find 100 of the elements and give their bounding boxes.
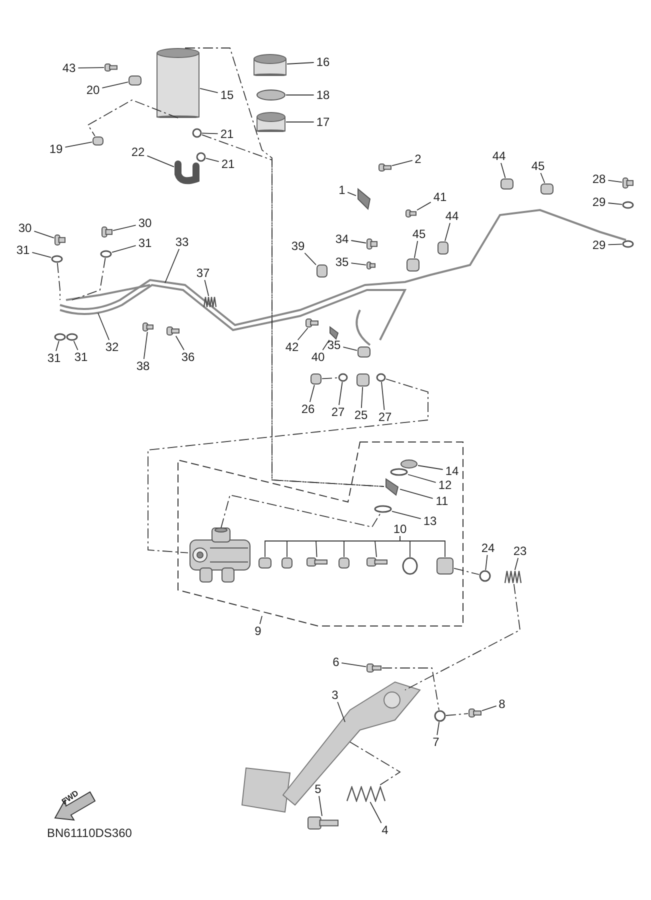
bolt-drawing [310, 373, 322, 385]
callout-number: 3 [330, 688, 340, 702]
cap-drawing [400, 459, 418, 469]
leader-line [304, 252, 316, 266]
drawing-code: BN61110DS360 [47, 826, 132, 840]
leader-line [73, 340, 78, 350]
leader-line [309, 384, 315, 402]
bracket-drawing [356, 188, 372, 210]
callout-number: 14 [444, 464, 460, 478]
callout-number: 29 [591, 238, 607, 252]
leader-line [418, 465, 444, 470]
bolt-drawing [104, 63, 118, 72]
leader-line [400, 488, 434, 499]
cover-drawing [307, 816, 339, 830]
leader-line [297, 328, 308, 340]
holder-drawing [256, 112, 286, 132]
callout-number: 19 [48, 142, 64, 156]
junction-drawing [357, 346, 371, 358]
washer-drawing [338, 373, 348, 382]
leader-line [392, 160, 413, 166]
leader-line [286, 62, 314, 64]
callout-number: 13 [422, 514, 438, 528]
leader-line [414, 240, 418, 258]
circlip-drawing [402, 557, 418, 575]
master-cylinder-drawing [188, 527, 252, 583]
callout-number: 26 [300, 402, 316, 416]
washer-drawing [390, 468, 408, 476]
callout-number: 24 [480, 541, 496, 555]
leader-line [200, 88, 218, 94]
cap-drawing [253, 54, 287, 76]
leader-line [78, 67, 104, 68]
callout-number: 36 [180, 350, 196, 364]
clamp-drawing [540, 183, 554, 195]
leader-line [341, 662, 366, 668]
leader-line [338, 382, 343, 406]
direction-label: FWD [60, 788, 80, 806]
leader-line [416, 202, 432, 211]
leader-line [34, 230, 54, 238]
callout-number: 5 [314, 782, 322, 796]
assembly-line [322, 377, 338, 380]
bolt-drawing [101, 226, 113, 238]
washer-drawing [51, 255, 63, 263]
callout-number: 10 [392, 522, 408, 536]
callout-number: 21 [220, 157, 236, 171]
leader-line [146, 155, 174, 168]
callout-number: 31 [15, 243, 31, 257]
callout-number: 12 [437, 478, 453, 492]
washer-drawing [434, 710, 446, 722]
leader-line [202, 132, 218, 134]
leader-line [347, 192, 356, 196]
assembly-line [202, 134, 384, 487]
callout-number: 34 [334, 232, 350, 246]
rod-drawing [504, 570, 522, 584]
leader-line [400, 536, 446, 558]
leader-line [318, 796, 322, 816]
clip-drawing [316, 264, 328, 278]
leader-line [164, 248, 180, 284]
bolt-drawing [622, 177, 634, 189]
callout-number: 45 [530, 159, 546, 173]
callout-number: 7 [432, 735, 440, 749]
diaphragm-drawing [256, 89, 286, 101]
clip-drawing [366, 261, 376, 270]
leader-line [259, 616, 262, 624]
clip-drawing [166, 326, 180, 336]
callout-number: 27 [377, 410, 393, 424]
washer-drawing [376, 373, 386, 382]
leader-line [56, 340, 60, 352]
leader-line [342, 346, 358, 351]
boot-drawing [436, 557, 454, 575]
callout-number: 31 [73, 350, 89, 364]
clamp-drawing [437, 241, 449, 255]
leader-line [102, 82, 128, 88]
callout-number: 21 [219, 127, 235, 141]
clamp-drawing [406, 258, 420, 272]
callout-number: 31 [46, 351, 62, 365]
leader-line [608, 202, 622, 205]
washer-drawing [622, 240, 634, 248]
clamp-drawing [192, 128, 202, 138]
bolt-drawing [54, 234, 66, 246]
assembly-line [184, 48, 384, 487]
clamp-drawing [500, 178, 514, 190]
leader-line [444, 222, 450, 242]
callout-number: 33 [174, 235, 190, 249]
leader-line [485, 554, 488, 570]
callout-number: 35 [334, 255, 350, 269]
washer-drawing [374, 505, 392, 513]
leader-line [286, 94, 314, 96]
callout-number: 44 [444, 209, 460, 223]
washer-drawing [100, 250, 112, 258]
callout-number: 32 [104, 340, 120, 354]
piston-part-drawing [366, 557, 388, 567]
leader-line [392, 510, 422, 520]
pin-drawing [366, 663, 382, 673]
assembly-line [56, 262, 60, 300]
callout-number: 16 [315, 55, 331, 69]
leader-line [175, 336, 184, 350]
callout-number: 29 [591, 195, 607, 209]
assembly-line [87, 100, 178, 136]
assembly-line [382, 668, 440, 710]
bolt-drawing [405, 209, 417, 218]
